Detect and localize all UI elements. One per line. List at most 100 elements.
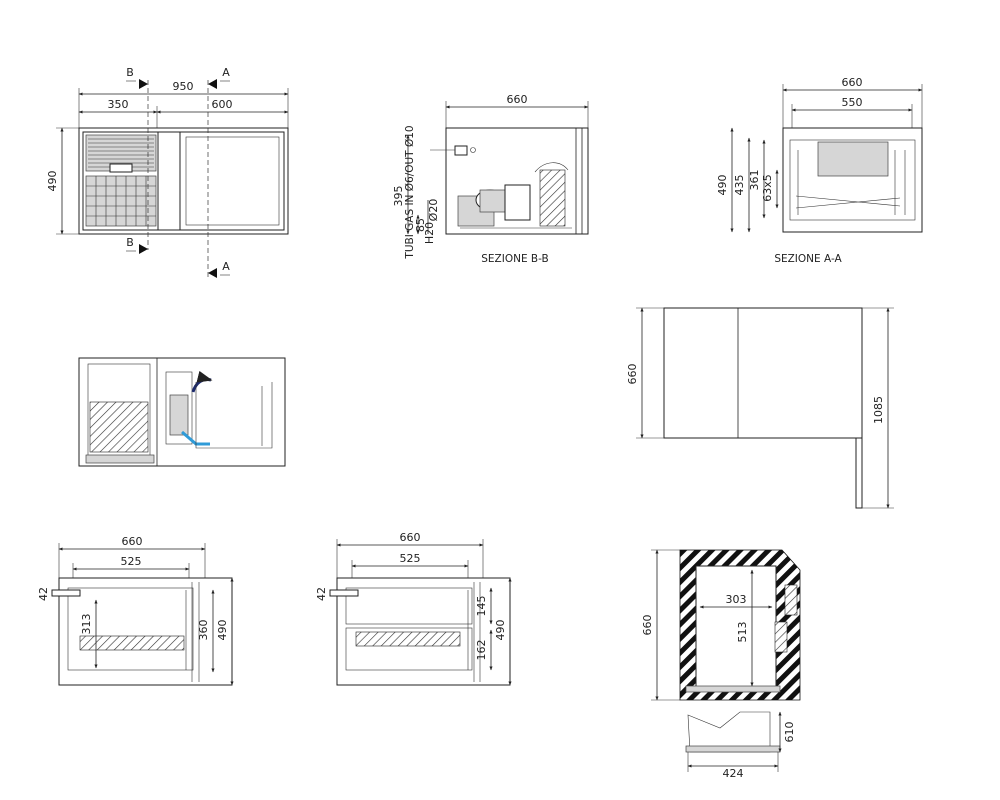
open-view-filter	[169, 394, 189, 436]
dim-plan-660: 660	[641, 549, 680, 701]
dim-ds-525: 525	[72, 555, 190, 590]
svg-text:660: 660	[626, 364, 639, 385]
dim-bb-width: 660	[445, 93, 589, 128]
dim-plan-610: 610	[778, 711, 796, 753]
dim-bb-h20: H20	[423, 222, 436, 244]
dim-ds-360: 360	[197, 589, 215, 673]
svg-text:525: 525	[121, 555, 142, 568]
svg-text:42: 42	[37, 587, 50, 601]
dim-plan-424: 424	[687, 752, 779, 780]
section-aa: 660 550 490 435 361 63x5 SEZIONE A-A	[716, 76, 923, 265]
svg-text:162: 162	[475, 640, 488, 661]
svg-text:513: 513	[736, 622, 749, 643]
section-marker-a-top: A	[208, 66, 230, 89]
svg-text:361: 361	[748, 170, 761, 191]
svg-text:A: A	[222, 260, 230, 273]
svg-text:42: 42	[315, 587, 328, 601]
dim-aa-outer-width: 660	[782, 76, 923, 128]
svg-text:313: 313	[80, 614, 93, 635]
dim-ds-490: 490	[216, 577, 234, 686]
aa-evaporator	[817, 141, 889, 177]
vent-grid	[85, 175, 157, 227]
svg-text:85: 85	[414, 218, 427, 232]
section-bb: 660 395 TUBI GAS IN Ø6/OUT Ø10 Ø20	[392, 93, 589, 265]
ds-handle	[51, 589, 81, 597]
cabinet-divider	[157, 131, 181, 231]
dd-outline	[336, 577, 511, 686]
compressor-unit	[457, 162, 572, 229]
side-view-leg	[855, 437, 863, 509]
svg-text:145: 145	[475, 596, 488, 617]
svg-text:550: 550	[842, 96, 863, 109]
svg-text:B: B	[126, 66, 134, 79]
dim-plan-513: 513	[736, 569, 754, 687]
svg-text:490: 490	[716, 175, 729, 196]
airflow-arrow	[191, 370, 213, 393]
side-view: 660 1085	[626, 307, 894, 509]
svg-text:435: 435	[733, 175, 746, 196]
aa-caption: SEZIONE A-A	[774, 253, 842, 265]
gas-pipe-fitting	[454, 145, 468, 156]
dim-side-height: 1085	[862, 307, 894, 509]
svg-text:B: B	[126, 236, 134, 249]
svg-text:525: 525	[400, 552, 421, 565]
dim-bb-drain: Ø20	[427, 199, 440, 234]
svg-text:490: 490	[494, 620, 507, 641]
drawer-double-section: 660 525 42 145 162 490	[315, 531, 512, 686]
dim-ds-313: 313	[80, 599, 98, 669]
dim-aa-inner-width: 550	[791, 96, 913, 128]
ds-outline	[58, 577, 233, 686]
svg-text:H20: H20	[423, 222, 436, 244]
svg-text:610: 610	[783, 722, 796, 743]
dim-aa-63x5: 63x5	[761, 169, 779, 209]
dim-overall-width-label: 950	[173, 80, 194, 93]
dim-dd-145: 145	[475, 587, 493, 625]
side-view-body	[663, 307, 863, 439]
svg-text:1085: 1085	[872, 396, 885, 424]
section-marker-a-bottom: A	[208, 260, 230, 278]
svg-text:660: 660	[507, 93, 528, 106]
dim-bb-height: 395	[392, 134, 410, 235]
dim-overall-width: 950	[78, 80, 289, 128]
svg-text:63x5: 63x5	[761, 174, 774, 202]
svg-text:395: 395	[392, 186, 405, 207]
svg-text:303: 303	[726, 593, 747, 606]
plan-cavity	[695, 565, 777, 689]
dim-plan-303: 303	[699, 593, 773, 609]
dim-height: 490	[46, 127, 79, 235]
dim-bb-85: 85	[414, 214, 427, 235]
dim-aa-490: 490	[716, 127, 734, 233]
dim-ds-42: 42	[37, 587, 50, 601]
dim-right-section: 600	[156, 98, 289, 114]
section-marker-b-top: B	[126, 66, 148, 89]
svg-text:424: 424	[723, 767, 744, 780]
gas-pipes-annotation: TUBI GAS IN Ø6/OUT Ø10	[404, 125, 416, 259]
svg-text:360: 360	[197, 620, 210, 641]
svg-text:660: 660	[641, 615, 654, 636]
cabinet-door	[179, 131, 285, 231]
dim-dd-162: 162	[475, 629, 493, 671]
svg-text:490: 490	[216, 620, 229, 641]
top-view: 950 350 600 490	[46, 66, 289, 278]
dim-height-label: 490	[46, 171, 59, 192]
dim-dd-490: 490	[494, 577, 512, 686]
svg-text:660: 660	[122, 535, 143, 548]
dim-aa-435: 435	[733, 137, 751, 233]
condenser-coil	[89, 401, 149, 453]
bb-caption: SEZIONE B-B	[481, 253, 549, 265]
dim-aa-361: 361	[748, 139, 766, 219]
dim-right-section-label: 600	[212, 98, 233, 111]
section-marker-b-bottom: B	[126, 236, 148, 254]
dim-dd-42: 42	[315, 587, 328, 601]
drawer-single-section: 660 525 42 313 360 490	[37, 535, 234, 686]
svg-text:660: 660	[842, 76, 863, 89]
dd-grille	[355, 631, 461, 647]
door-inner-frame	[185, 136, 280, 226]
ds-grille	[79, 635, 185, 651]
svg-text:A: A	[222, 66, 230, 79]
dim-side-depth: 660	[626, 307, 664, 439]
plan-section: 660 303 513 610 424	[641, 549, 801, 780]
vent-louvres	[85, 134, 157, 173]
dim-left-section-label: 350	[108, 98, 129, 111]
